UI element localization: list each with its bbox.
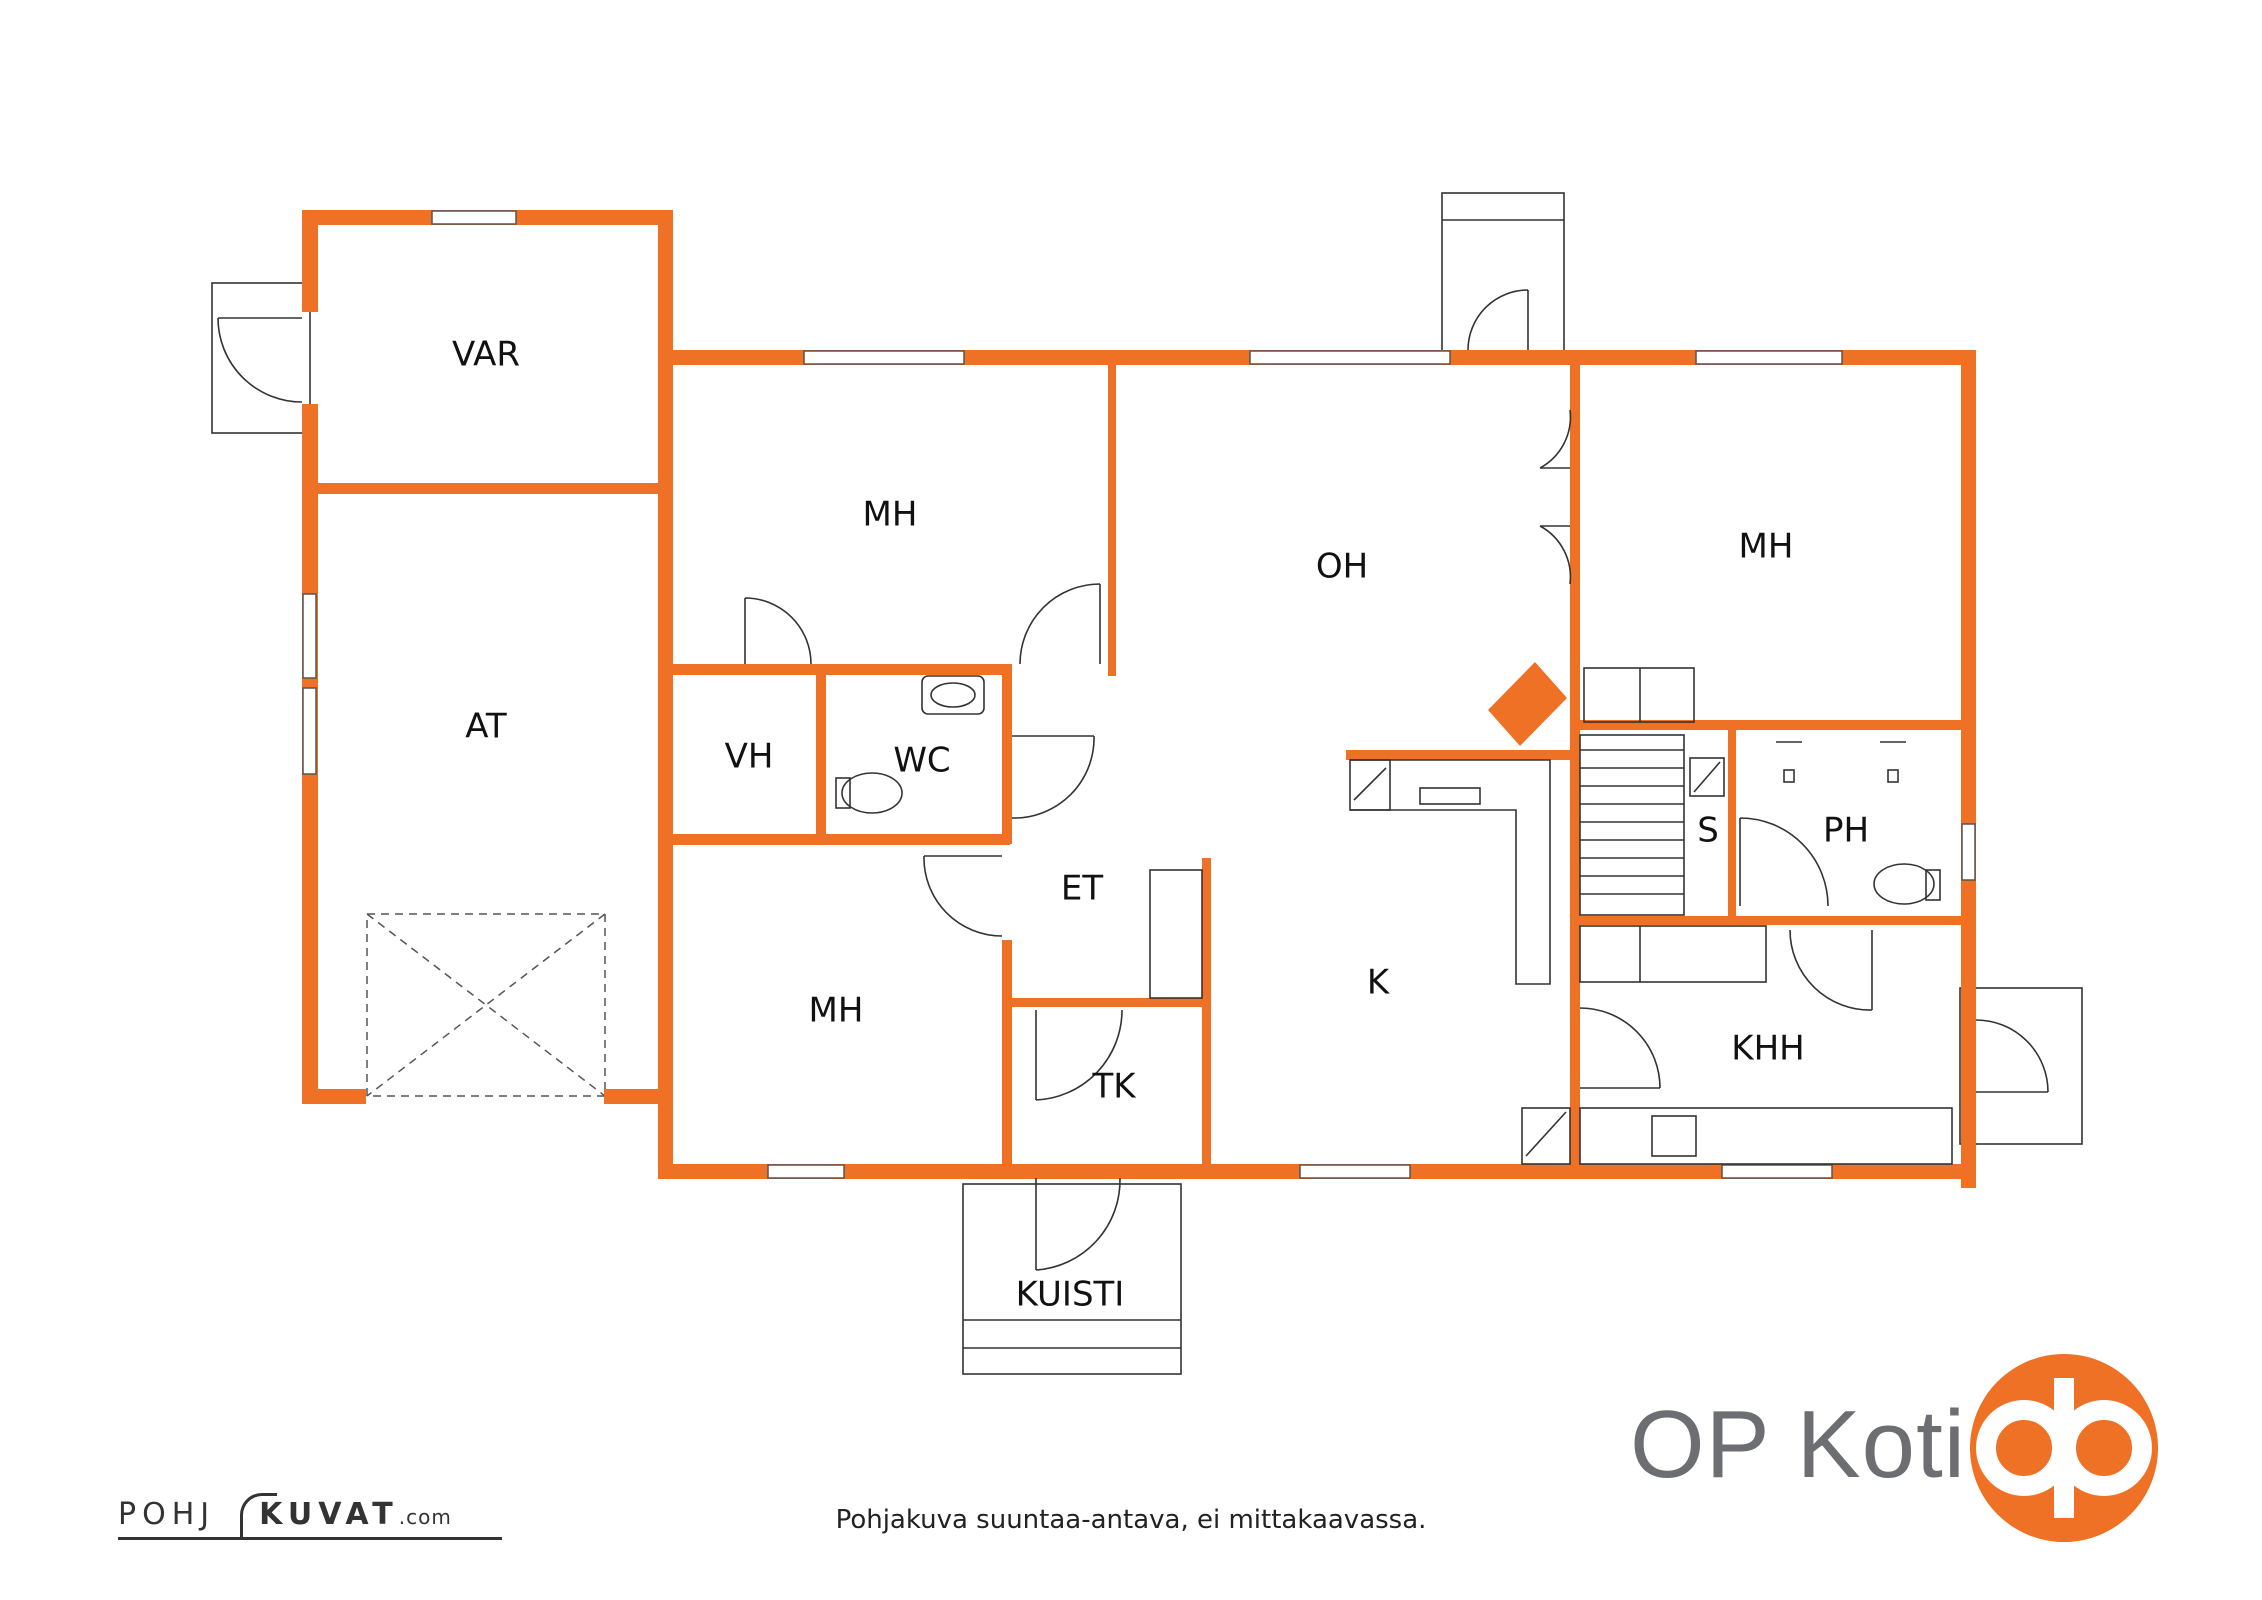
credit-underline — [118, 1537, 502, 1540]
room-label-khh: KHH — [1731, 1029, 1804, 1069]
room-label-oh: OH — [1316, 547, 1368, 587]
room-label-kuisti: KUISTI — [1016, 1275, 1125, 1315]
room-label-at: AT — [465, 707, 507, 747]
room-labels: VAR AT MH VH WC OH MH S PH ET K MH TK KH… — [452, 335, 1869, 1315]
room-label-k: K — [1367, 963, 1391, 1003]
brand-name: OP Koti — [1630, 1391, 1967, 1498]
pohjakuvat-credit: POHJ KUVAT.com — [118, 1497, 452, 1532]
fixtures — [835, 667, 1953, 1165]
credit-hook — [240, 1493, 277, 1540]
room-label-wc: WC — [893, 741, 950, 781]
op-logo — [1970, 1354, 2158, 1542]
garage-door-outline — [366, 913, 606, 1097]
room-label-mh-bottom: MH — [809, 991, 864, 1031]
room-label-s: S — [1697, 811, 1719, 851]
room-label-vh: VH — [725, 737, 774, 777]
disclaimer: Pohjakuva suuntaa-antava, ei mittakaavas… — [835, 1505, 1427, 1535]
windows — [302, 210, 1976, 1179]
room-label-mh-top: MH — [863, 495, 918, 535]
room-label-var: VAR — [452, 335, 520, 375]
room-label-mh-right: MH — [1739, 527, 1794, 567]
credit-domain: .com — [398, 1505, 452, 1529]
doors — [217, 289, 2049, 1271]
credit-part1: POHJ — [118, 1497, 216, 1532]
room-label-et: ET — [1061, 869, 1103, 909]
room-label-tk: TK — [1091, 1067, 1137, 1107]
credit-part2: KUVAT — [259, 1497, 399, 1532]
room-label-ph: PH — [1823, 811, 1869, 851]
